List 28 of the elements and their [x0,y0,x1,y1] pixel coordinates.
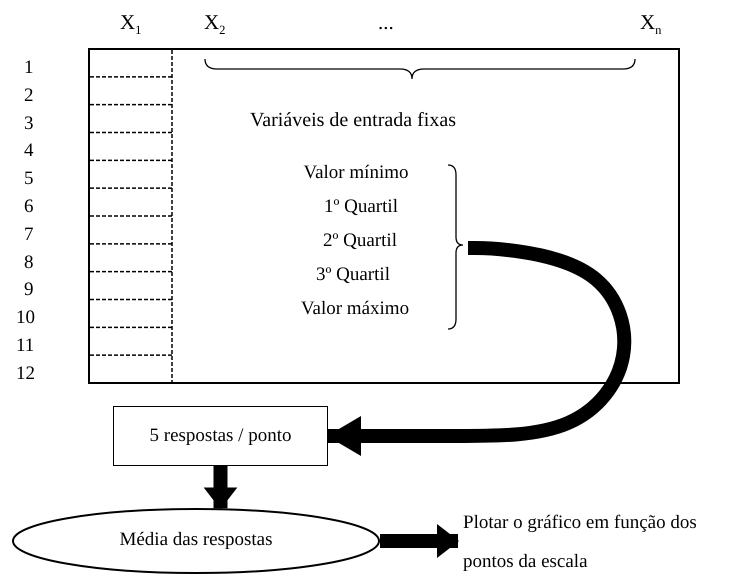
row-number: 10 [16,308,35,328]
row-number: 11 [16,336,34,355]
level-text: Valor máximo [300,298,410,321]
heading-text: Variáveis de entrada fixas [250,108,456,132]
column-header: X$_{2}$ [204,12,226,37]
level-text: 2º Quartil [322,230,398,253]
process-box: 5 respostas / ponto [113,406,328,466]
row-number: 12 [16,364,35,383]
row-number: 5 [24,169,34,188]
block-arrow [327,241,632,456]
row-number: 3 [24,114,34,133]
block-arrow [380,524,459,558]
column-header: X$_{n}$ [640,12,662,37]
column-header: X$_{1}$ [120,12,142,37]
block-arrow [204,466,238,510]
row-number: 8 [24,252,34,272]
row-number: 6 [24,197,34,216]
row-number: 1 [24,58,34,77]
row-number: 7 [24,224,34,244]
result-text: Média das respostas [118,529,274,552]
row-number: 4 [24,141,34,160]
level-text: Valor mínimo [302,162,410,185]
level-text: 3º Quartil [315,264,391,287]
column-header: ... [378,12,394,33]
note-text: Plotar o gráfico em função dos pontos da escala [463,511,698,574]
level-text: 1º Quartil [323,196,399,219]
row-number: 2 [24,86,34,105]
row-number: 9 [24,280,34,300]
